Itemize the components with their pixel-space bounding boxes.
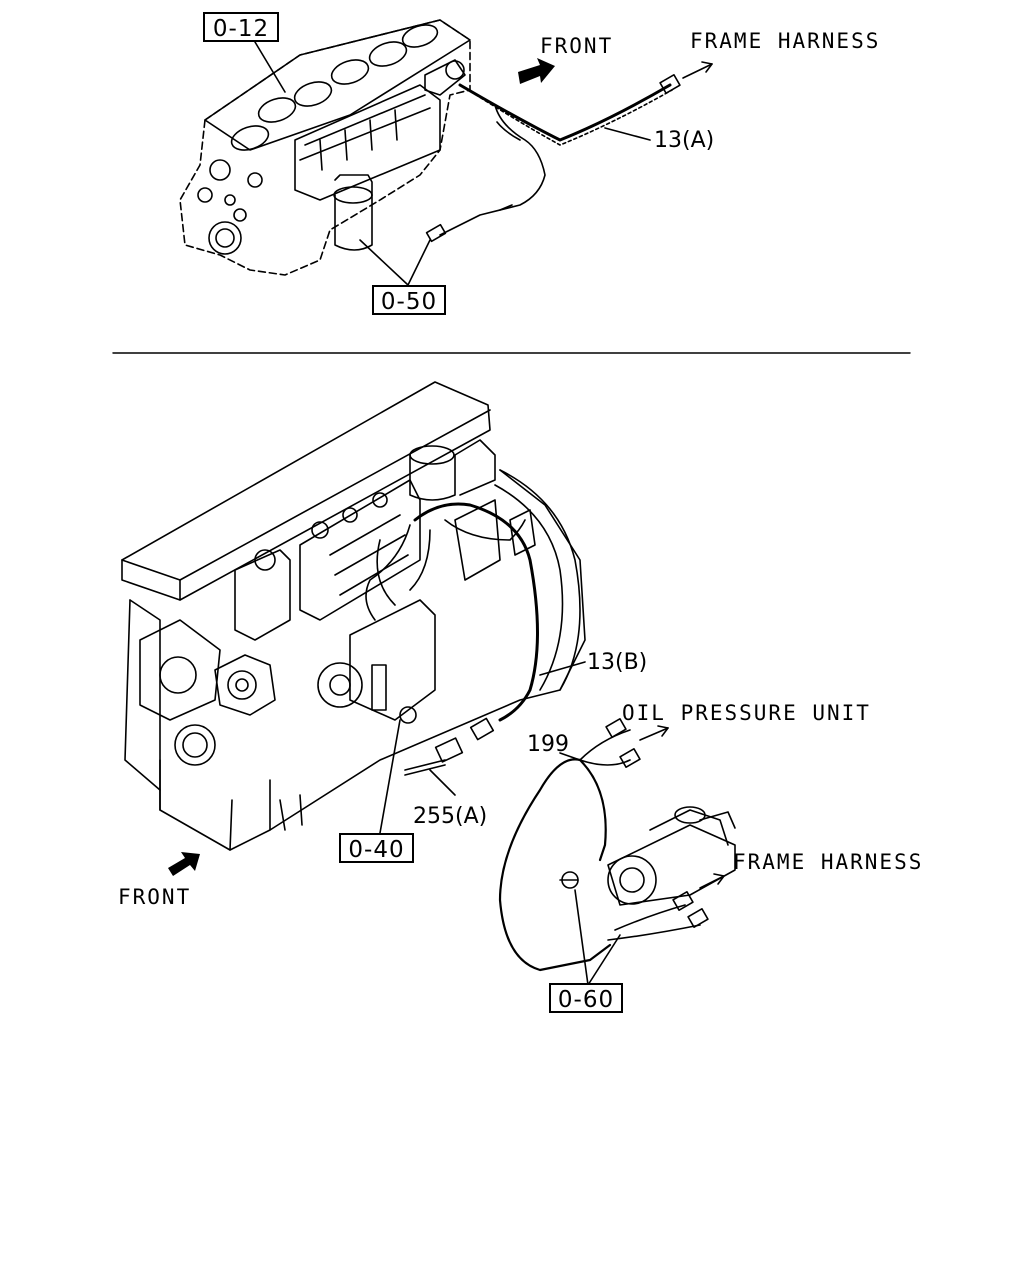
oil-pressure-unit-label: OIL PRESSURE UNIT [622, 701, 871, 725]
bottom-engine-drawing [121, 381, 586, 851]
starter-motor-drawing [498, 718, 736, 986]
part-13b-label: 13(B) [587, 650, 648, 675]
front-arrow-icon-bottom [168, 852, 200, 876]
ref-box-0-60: 0-60 [549, 983, 623, 1013]
part-13a-label: 13(A) [654, 128, 715, 153]
bottom-harness-13b-drawing [365, 502, 586, 834]
front-label-bottom: FRONT [118, 885, 192, 909]
ref-box-0-12: 0-12 [203, 12, 279, 42]
part-255a-label: 255(A) [413, 804, 488, 829]
part-199-label: 199 [527, 732, 569, 757]
ref-box-0-50: 0-50 [372, 285, 446, 315]
front-label-top: FRONT [540, 34, 614, 58]
top-harness-13a-drawing [254, 41, 713, 286]
top-engine-block-drawing [179, 19, 471, 276]
frame-harness-label-bottom: FRAME HARNESS [733, 850, 924, 874]
front-arrow-icon [518, 58, 555, 84]
ref-box-0-40: 0-40 [339, 833, 414, 863]
frame-harness-label-top: FRAME HARNESS [690, 29, 881, 53]
